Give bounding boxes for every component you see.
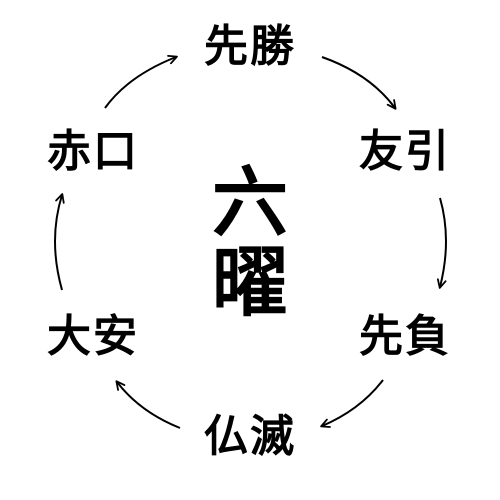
arrow-senbu-to-butsumetsu [320,379,384,428]
arrow-butsumetsu-to-taian [115,380,181,429]
node-senkachi: 先勝 [204,21,296,72]
node-tomobiki: 友引 [359,126,451,177]
center-title-char-1: 六 [212,158,288,248]
arrow-taian-to-shakko [54,193,65,291]
node-taian: 大安 [47,311,139,362]
node-shakko: 赤口 [47,126,139,177]
center-title: 六 曜 [212,163,288,323]
node-butsumetsu: 仏滅 [204,411,296,462]
arrow-senkachi-to-tomobiki [321,56,397,110]
center-title-char-2: 曜 [212,238,288,327]
arrow-tomobiki-to-senbu [436,197,447,289]
node-senbu: 先負 [359,311,451,362]
arrow-shakko-to-senkachi [104,54,178,109]
